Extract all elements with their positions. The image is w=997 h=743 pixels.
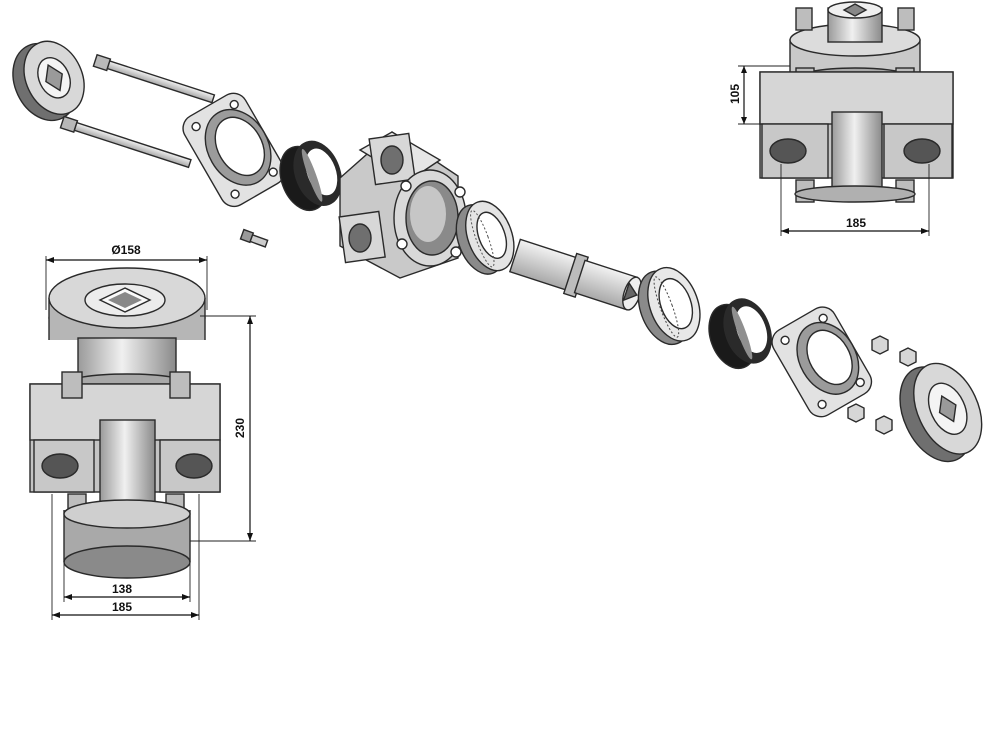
dim-outer-width-label: 185 xyxy=(112,600,132,614)
front-view: Ø158 230 138 185 xyxy=(29,243,256,620)
hex-nuts xyxy=(847,335,917,435)
grease-nipple xyxy=(239,228,269,248)
seal-ring-right xyxy=(708,298,772,370)
bearing-flange-left xyxy=(182,92,286,208)
dim-inner-width: 138 xyxy=(63,560,191,602)
long-bolts xyxy=(59,53,216,169)
dim-diameter-label: Ø158 xyxy=(111,243,141,257)
dim-offset: 105 xyxy=(728,65,790,125)
dim-width: 185 xyxy=(780,164,930,236)
exploded-parts xyxy=(12,40,983,463)
drive-shaft xyxy=(508,238,643,311)
dim-outer-width: 185 xyxy=(51,494,200,620)
dim-height-label: 230 xyxy=(233,418,247,438)
ball-bearing-right xyxy=(637,266,701,346)
side-view: 105 185 xyxy=(728,1,954,236)
dim-offset-label: 105 xyxy=(728,84,742,104)
right-end-cap xyxy=(899,362,983,463)
dim-width-label: 185 xyxy=(846,216,866,230)
dim-diameter: Ø158 xyxy=(45,243,208,310)
bearing-housing xyxy=(338,131,467,279)
dim-height: 230 xyxy=(190,315,256,542)
seal-ring-left xyxy=(279,140,342,212)
left-end-cap xyxy=(12,40,85,122)
roller-bearing-left xyxy=(455,200,515,275)
dim-inner-width-label: 138 xyxy=(112,582,132,596)
bearing-flange-right xyxy=(771,306,873,418)
